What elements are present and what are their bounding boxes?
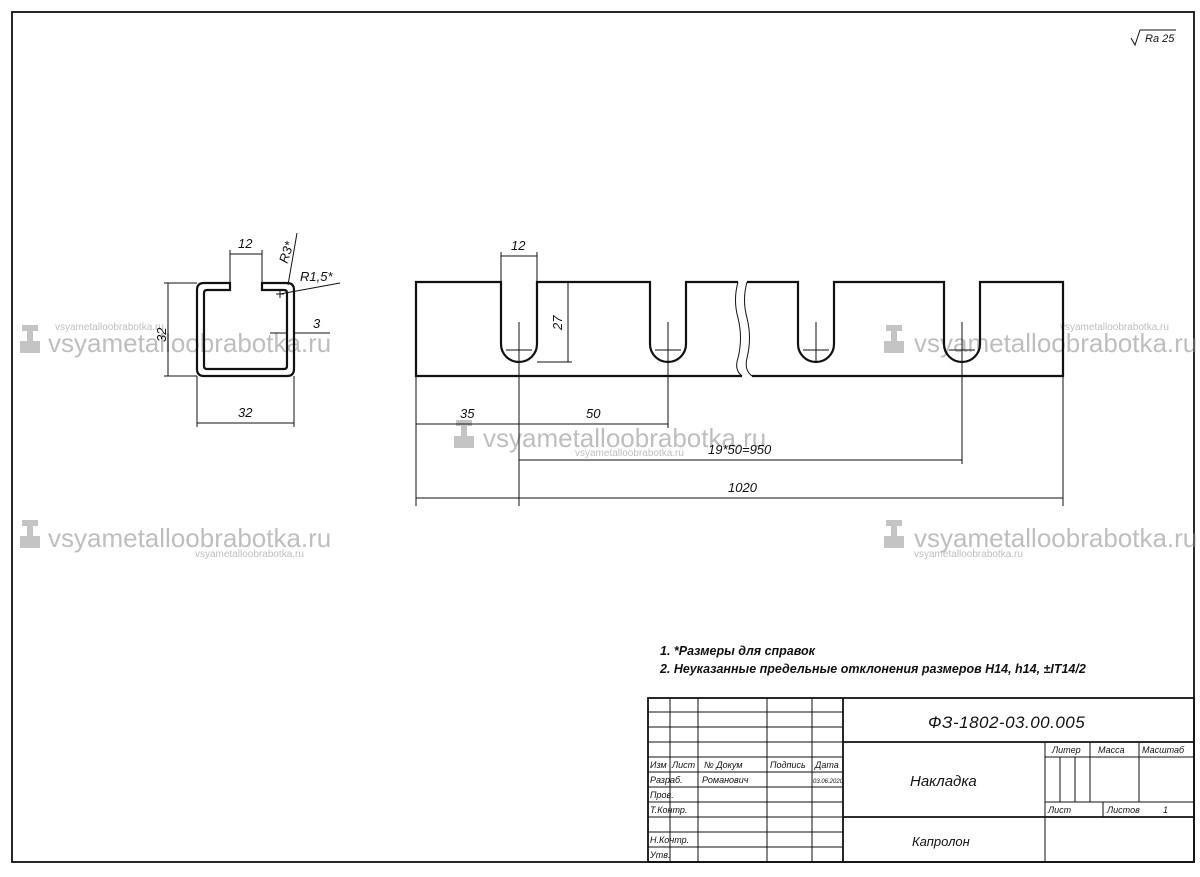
- side-dim-slot-depth: 27: [550, 315, 565, 331]
- hdr-sign: Подпись: [770, 760, 806, 770]
- title-block: ФЗ-1802-03.00.005 Накладка Капролон Изм …: [647, 697, 1195, 863]
- watermark-3: vsyametalloobrabotka.ru: [483, 423, 766, 453]
- profile-section: 12 R3* R1,5* 32 32 3: [154, 232, 341, 427]
- sheet-frame: [11, 11, 1195, 863]
- watermark-5-small: vsyametalloobrabotka.ru: [914, 549, 1023, 560]
- part-material: Капролон: [912, 834, 970, 849]
- sheets-count: 1: [1163, 805, 1168, 815]
- part-name: Накладка: [910, 773, 977, 790]
- technical-notes: 1. *Размеры для справок 2. Неуказанные п…: [659, 644, 1086, 676]
- profile-dim-slot: 12: [238, 236, 253, 251]
- hdr-masshtab: Масштаб: [1142, 745, 1185, 755]
- watermark-4-small: vsyametalloobrabotka.ru: [195, 549, 304, 560]
- side-dim-slot-width: 12: [511, 238, 526, 253]
- side-dim-pitch: 50: [586, 406, 601, 421]
- profile-dim-width: 32: [238, 405, 253, 420]
- row-tkontr: Т.Контр.: [650, 805, 687, 815]
- watermark-3-small: vsyametalloobrabotka.ru: [575, 448, 684, 459]
- razrab-date: 03.06.2020: [813, 779, 844, 785]
- side-dim-offset: 35: [460, 406, 475, 421]
- sheets-label: Листов: [1106, 805, 1140, 815]
- hdr-massa: Масса: [1098, 745, 1125, 755]
- watermarks: vsyametalloobrabotka.ru vsyametalloobrab…: [20, 322, 1197, 560]
- roughness-value: Ra 25: [1145, 33, 1175, 45]
- profile-dim-r3: R3*: [276, 239, 297, 265]
- note-1: 1. *Размеры для справок: [660, 644, 816, 658]
- watermark-2: vsyametalloobrabotka.ru: [914, 328, 1197, 358]
- side-dim-pitch-chain: 19*50=950: [708, 442, 772, 457]
- row-prov: Пров.: [650, 790, 674, 800]
- hdr-liter: Литер: [1051, 745, 1081, 755]
- razrab-name: Романович: [702, 775, 749, 785]
- row-razrab: Разраб.: [650, 775, 683, 785]
- profile-dim-height: 32: [154, 327, 169, 342]
- side-view: 12 27 35 50 19*50=950 1020: [414, 238, 1065, 506]
- watermark-5: vsyametalloobrabotka.ru: [914, 523, 1197, 553]
- watermark-4: vsyametalloobrabotka.ru: [48, 523, 331, 553]
- profile-dim-wall: 3: [313, 316, 321, 331]
- roughness-symbol: Ra 25: [1130, 29, 1176, 47]
- note-2: 2. Неуказанные предельные отклонения раз…: [659, 662, 1086, 676]
- row-nkontr: Н.Контр.: [650, 835, 689, 845]
- hdr-date: Дата: [814, 760, 839, 770]
- watermark-1-small: vsyametalloobrabotka.ru: [55, 322, 164, 333]
- row-utv: Утв.: [649, 850, 670, 860]
- doc-code: ФЗ-1802-03.00.005: [928, 713, 1085, 732]
- hdr-docnum: № Докум: [704, 760, 743, 770]
- side-dim-total: 1020: [728, 480, 758, 495]
- profile-dim-r15: R1,5*: [300, 269, 333, 284]
- sheet-label: Лист: [1047, 805, 1072, 815]
- watermark-2-small: vsyametalloobrabotka.ru: [1060, 322, 1169, 333]
- hdr-izm: Изм: [650, 760, 667, 770]
- hdr-list: Лист: [671, 760, 696, 770]
